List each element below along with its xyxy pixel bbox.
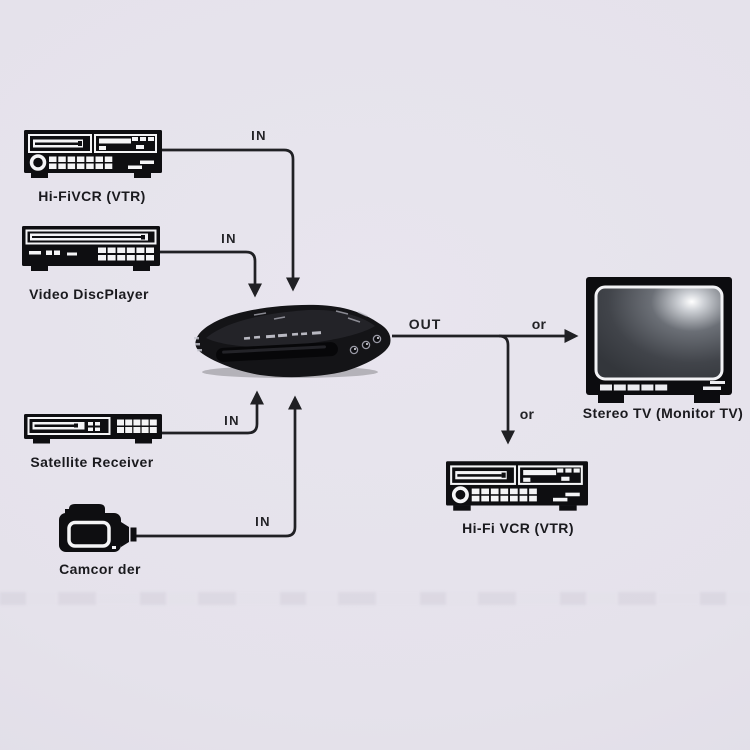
hifi-vcr-top-icon bbox=[24, 130, 162, 178]
camcorder-icon bbox=[59, 504, 137, 552]
av-selector-box bbox=[194, 304, 391, 378]
satellite-receiver-label: Satellite Receiver bbox=[30, 454, 154, 470]
in-label-satellite: IN bbox=[224, 413, 240, 428]
or-label-vcr: or bbox=[519, 406, 535, 422]
hifi-vcr-bottom-label: Hi-Fi VCR (VTR) bbox=[462, 520, 574, 536]
in-label-vcr-top: IN bbox=[251, 128, 267, 143]
camcorder-label: Camcor der bbox=[59, 561, 141, 577]
video-disc-player-icon bbox=[22, 226, 160, 271]
in-label-video-disc: IN bbox=[221, 231, 237, 246]
wire-vcr-top-to-hub bbox=[162, 148, 301, 292]
wire-camcorder-to-hub bbox=[135, 395, 303, 538]
wire-video-disc-to-hub bbox=[160, 250, 263, 298]
out-label: OUT bbox=[408, 316, 442, 332]
hifi-vcr-bottom-icon bbox=[446, 461, 588, 511]
wire-satellite-to-hub bbox=[162, 390, 265, 435]
in-label-camcorder: IN bbox=[255, 514, 271, 529]
video-disc-player-label: Video DiscPlayer bbox=[29, 286, 149, 302]
satellite-receiver-icon bbox=[24, 414, 162, 444]
wire-branch-to-vcr-bottom bbox=[498, 334, 516, 445]
photo-edge-texture bbox=[0, 592, 750, 605]
stereo-tv-icon bbox=[586, 277, 732, 403]
hifi-vcr-top-label: Hi-FiVCR (VTR) bbox=[38, 188, 146, 204]
or-label-tv: or bbox=[531, 316, 547, 332]
stereo-tv-label: Stereo TV (Monitor TV) bbox=[582, 405, 744, 421]
